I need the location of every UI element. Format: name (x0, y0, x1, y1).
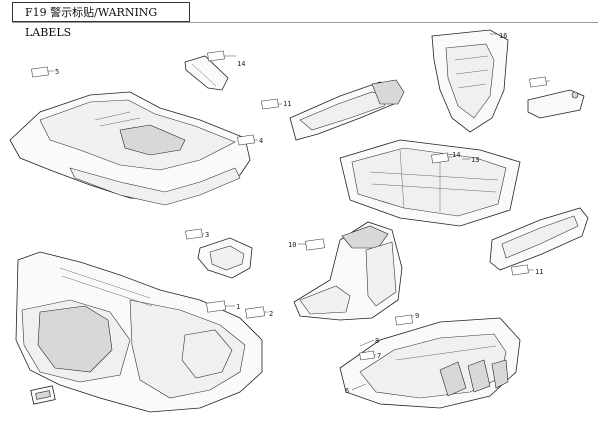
dashboard-body (15, 251, 263, 413)
small-bracket (184, 55, 229, 91)
callout-number: 13 (471, 156, 479, 164)
callout-number: 4 (259, 137, 263, 145)
callout-number: 16 (499, 32, 507, 40)
callout-2: 2 (245, 306, 273, 319)
callout-10: 10 (288, 238, 325, 251)
side-panel (431, 29, 509, 133)
callout-1: 1 (206, 300, 240, 313)
callout-7: 7 (359, 350, 381, 361)
floor-frame (339, 317, 521, 409)
callout-15: 16 (490, 32, 507, 40)
callout-number: 5 (55, 68, 59, 76)
callout-14: 14 (207, 50, 245, 68)
callout-3: 3 (185, 228, 209, 240)
side-rail-lower (489, 207, 589, 271)
hood-panel (9, 91, 251, 206)
callout-6: 6 (345, 383, 367, 395)
callout-number: 11 (535, 268, 543, 276)
callout-5: 5 (31, 66, 59, 78)
callout-11-upper: 11 (261, 98, 291, 110)
mount-bracket (527, 89, 585, 119)
diagram-title: F19 警示标贴/WARNING LABELS (12, 2, 190, 39)
callout-13-12: 14 13 (431, 151, 479, 164)
callout-number: 9 (415, 312, 419, 320)
cargo-box (339, 139, 521, 227)
center-console (293, 221, 403, 321)
callout-number: 14 (452, 151, 460, 159)
callout-number: 7 (377, 352, 381, 360)
callout-4: 4 (237, 134, 263, 146)
callout-number: 8 (375, 337, 379, 345)
callout-number: 14 (237, 60, 245, 68)
callout-number: 2 (269, 310, 273, 318)
callout-number: 11 (283, 100, 291, 108)
title-divider (12, 22, 598, 23)
small-cover (197, 237, 253, 279)
callout-number: 6 (345, 387, 349, 395)
callout-16 (529, 76, 550, 88)
callout-8: 8 (359, 337, 379, 347)
bracket-icon (30, 385, 56, 405)
callout-number: 3 (205, 231, 209, 239)
callout-9: 9 (395, 312, 419, 326)
callout-11-lower: 11 (511, 264, 543, 276)
callout-number: 10 (288, 241, 296, 249)
callout-number: 1 (236, 303, 240, 311)
side-rail (289, 79, 405, 141)
